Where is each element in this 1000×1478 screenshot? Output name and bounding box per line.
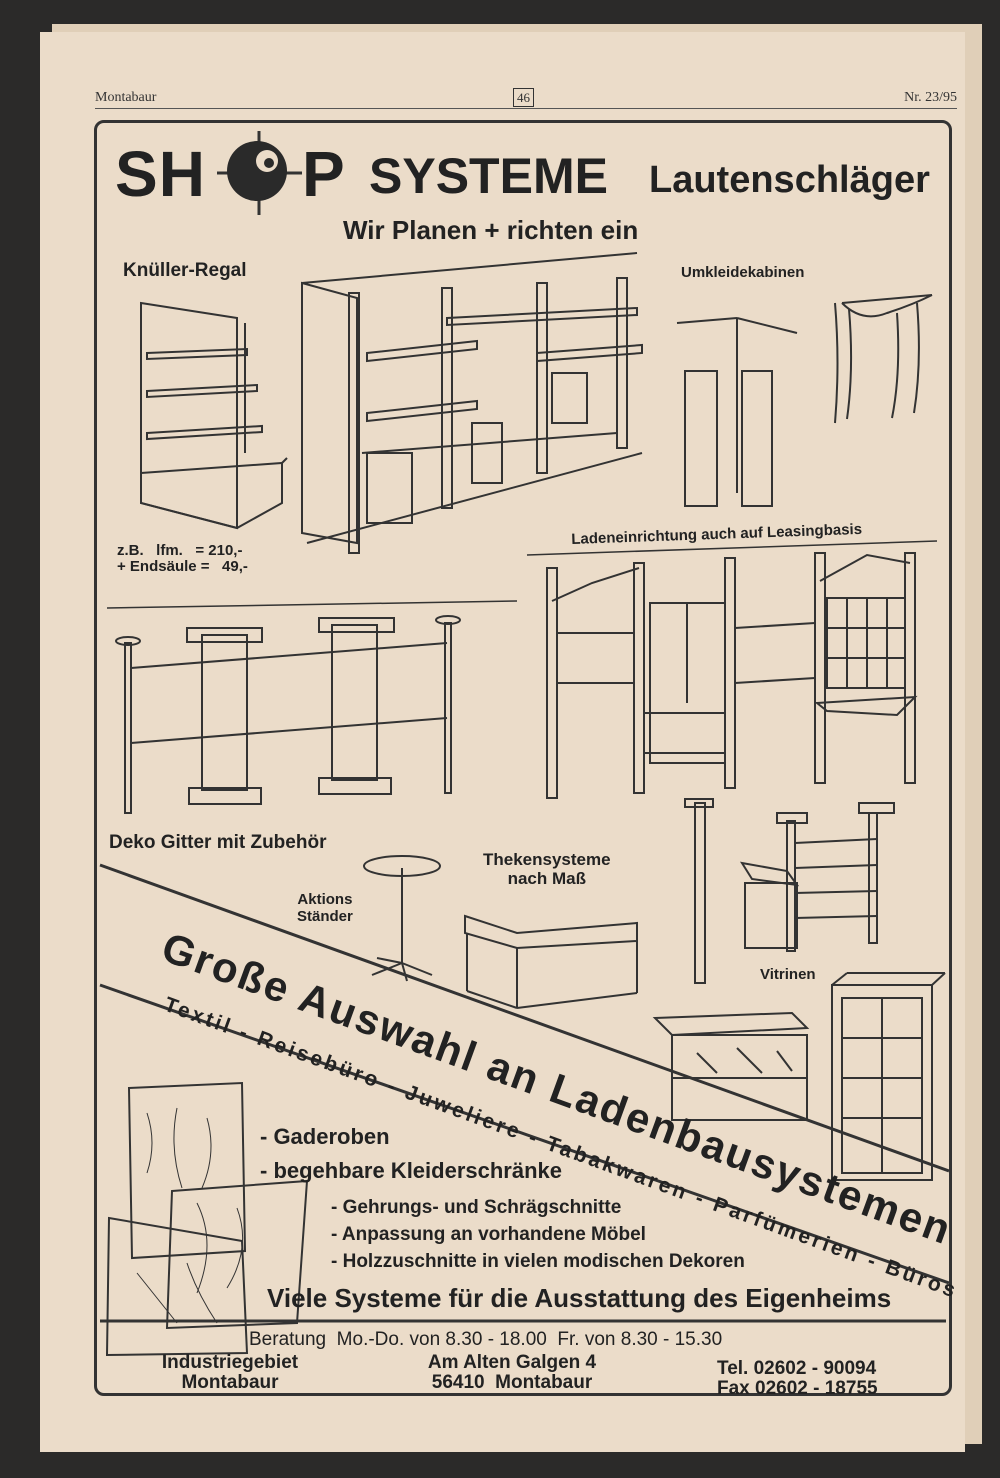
footer-city: 56410 Montabaur	[431, 1372, 593, 1393]
label-umkleidekabinen: Umkleidekabinen	[681, 264, 805, 281]
footer-area: Industriegebiet Montabaur	[135, 1353, 325, 1393]
knueller-shelf-illustration	[140, 301, 288, 530]
shop-wall-units-illustration	[546, 552, 918, 799]
logo-shop-left: SH	[115, 138, 206, 210]
footer-area-line-1: Industriegebiet	[161, 1352, 299, 1373]
service-gaderoben: - Gaderoben	[260, 1124, 390, 1149]
page-number: 46	[513, 88, 534, 107]
service-holzzuschnitte: - Holzzuschnitte in vielen modischen Dek…	[331, 1251, 745, 1272]
price-line-1: z.B. lfm. = 210,-	[117, 542, 243, 559]
changing-cabin-illustration	[676, 294, 933, 507]
price-box: z.B. lfm. = 210,- + Endsäule = 49,-	[117, 543, 248, 575]
wood-panels-illustration	[105, 1081, 309, 1357]
display-stand-illustration	[684, 798, 895, 984]
label-knueller-regal: Knüller-Regal	[123, 260, 247, 281]
opening-hours: Beratung Mo.-Do. von 8.30 - 18.00 Fr. vo…	[249, 1329, 723, 1350]
service-kleiderschraenke: - begehbare Kleiderschränke	[260, 1158, 563, 1183]
logo-company-name: Lautenschläger	[649, 159, 930, 201]
tagline-eigenheim: Viele Systeme für die Ausstattung des Ei…	[267, 1283, 892, 1313]
newspaper-page	[40, 32, 965, 1452]
showcase-illustration	[652, 972, 946, 1181]
counter-illustration	[464, 914, 638, 1009]
label-aktions-line-2: Ständer	[297, 908, 353, 925]
service-gehrung: - Gehrungs- und Schrägschnitte	[331, 1197, 622, 1218]
footer-street: Am Alten Galgen 4	[427, 1352, 597, 1373]
logo-ball-icon	[217, 131, 302, 215]
footer-area-line-2: Montabaur	[181, 1372, 279, 1393]
deko-grid-illustration	[115, 615, 461, 814]
label-aktions-line-1: Aktions	[297, 891, 353, 908]
furniture-illustrations	[99, 131, 949, 1357]
label-thekensysteme: Thekensysteme nach Maß	[483, 850, 611, 888]
running-head-place: Montabaur	[95, 90, 157, 105]
slogan: Wir Planen + richten ein	[343, 215, 639, 245]
round-rack-illustration	[363, 855, 441, 982]
label-deko-gitter: Deko Gitter mit Zubehör	[109, 832, 327, 853]
head-rule	[95, 108, 957, 109]
advertisement: SH P SYSTEME Lautenschläger Wir Planen +…	[94, 120, 961, 1399]
label-theken-line-2: nach Maß	[507, 869, 586, 888]
label-aktions-staender: Aktions Ständer	[297, 891, 353, 925]
logo-shop-right: P	[302, 138, 346, 210]
price-line-2: + Endsäule = 49,-	[117, 558, 248, 575]
footer-phone: Tel. 02602 - 90094	[717, 1358, 877, 1379]
wall-shelf-illustration	[301, 252, 643, 554]
footer-fax: Fax 02602 - 18755	[717, 1378, 878, 1399]
logo-systeme: SYSTEME	[369, 148, 608, 204]
footer-address: Am Alten Galgen 4 56410 Montabaur	[397, 1353, 627, 1393]
service-anpassung: - Anpassung an vorhandene Möbel	[331, 1224, 646, 1245]
running-head: Montabaur 46 Nr. 23/95	[95, 88, 957, 110]
label-theken-line-1: Thekensysteme	[483, 850, 611, 869]
label-vitrinen: Vitrinen	[760, 966, 816, 983]
issue-number: Nr. 23/95	[904, 90, 957, 105]
footer-contact: Tel. 02602 - 90094 Fax 02602 - 18755	[717, 1359, 907, 1399]
